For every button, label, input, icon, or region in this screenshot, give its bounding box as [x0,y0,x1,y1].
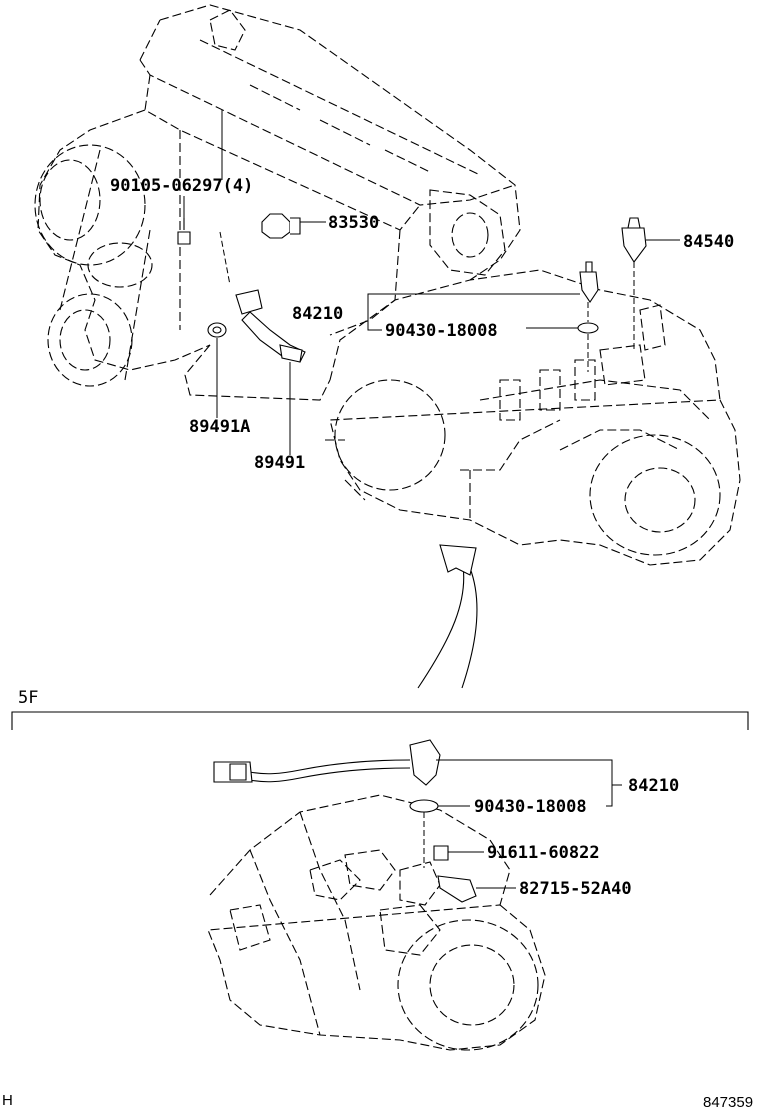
label-oil-pressure-switch: 83530 [328,213,379,233]
label-bolt-5f: 91611-60822 [487,843,600,863]
back-up-lamp-switch-part [579,261,599,303]
bolt-5f-part [433,845,449,861]
section-label-5f: 5F [18,688,38,708]
transaxle-5f-outline [207,794,546,1051]
label-back-up-lamp-switch-5f: 84210 [628,776,679,796]
label-neutral-start-switch: 84540 [683,232,734,252]
label-clamp-5f: 82715-52A40 [519,879,632,899]
label-gasket-upper: 90430-18008 [385,321,498,341]
label-speed-sensor: 89491 [254,453,305,473]
lower-leader-lines [423,759,622,889]
label-bolt-set: 90105-06297(4) [110,176,253,196]
back-up-lamp-switch-5f-part [213,739,441,786]
view-arrow [417,544,478,689]
transaxle-case-outline [325,269,741,566]
sensor-seal-part [207,322,227,338]
drawing-number: 847359 [703,1094,753,1111]
section-divider [11,711,749,730]
engine-assembly-outline [34,4,521,401]
upper-leader-lines [183,110,680,455]
gasket-5f-part [409,799,439,813]
oil-pressure-switch-part [261,213,301,239]
neutral-start-switch-part [621,217,647,263]
speed-sensor-part [235,289,306,363]
corner-mark: H [2,1092,13,1109]
label-back-up-lamp-switch: 84210 [292,304,343,324]
clamp-5f-part [437,875,477,903]
label-gasket-5f: 90430-18008 [474,797,587,817]
gasket-upper-part [577,322,599,334]
label-sensor-seal: 89491A [189,417,250,437]
